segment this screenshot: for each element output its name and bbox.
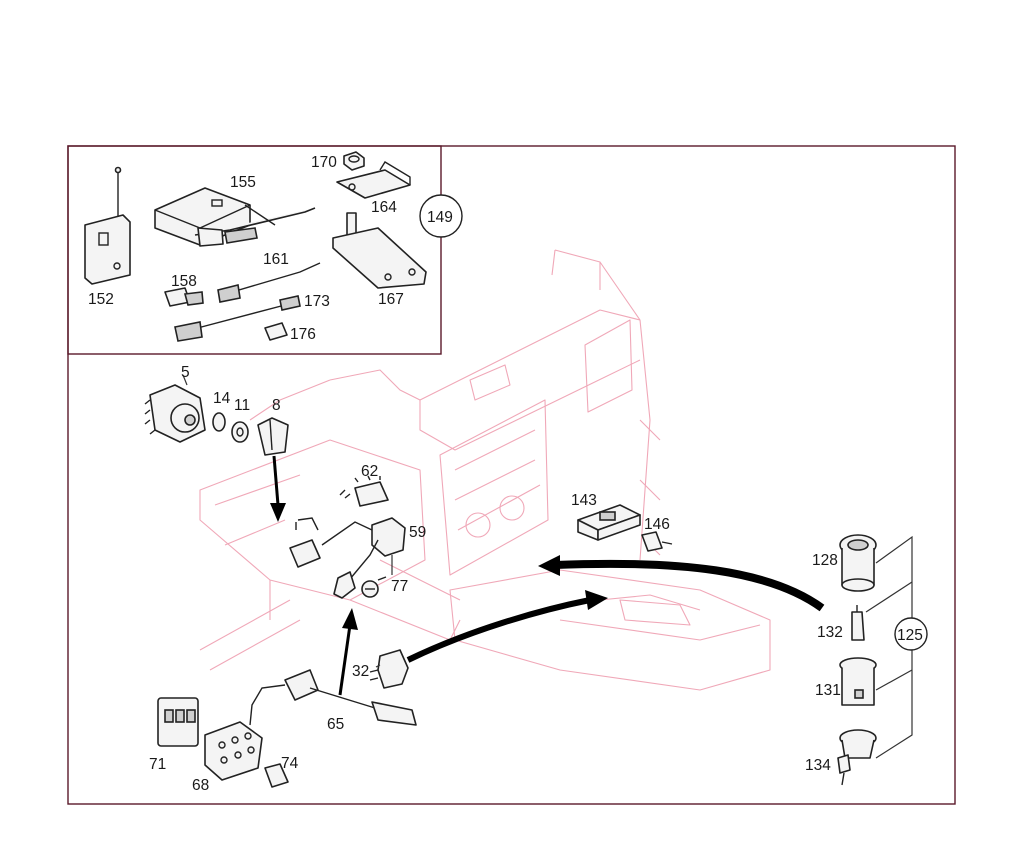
callout-131: 131 [815,682,841,699]
dashboard-ghost-outline [199,249,771,691]
part-152-handheld-transmitter [84,166,131,285]
part-134-illumination-ring [837,729,877,786]
part-173-extension-cable [174,295,301,342]
callout-74: 74 [281,755,299,772]
inset-frame [67,145,442,355]
part-143-switch [577,504,641,541]
callout-164: 164 [371,199,397,216]
part-131-lighter-socket [839,657,877,706]
part-74-bulb [264,763,289,788]
part-77-screw [361,576,387,598]
part-155-receiver-module [154,187,316,247]
part-176-small-connector [264,322,288,341]
callout-8: 8 [272,397,281,414]
part-158-connector [164,287,204,307]
part-65-stalk-switch [249,669,417,726]
part-132-lighter-element [851,605,865,641]
callout-14: 14 [213,390,231,407]
callout-176: 176 [290,326,316,343]
callout-134: 134 [805,757,831,774]
callout-65: 65 [327,716,344,733]
callout-62: 62 [361,463,378,480]
callout-125: 125 [897,627,923,644]
part-68-connector-block [204,721,263,781]
callout-77: 77 [391,578,408,595]
part-62-bulb-sockets [339,475,389,507]
callout-158: 158 [171,273,197,290]
callout-152: 152 [88,291,114,308]
part-128-lighter-knob [839,534,877,592]
part-5-rotary-switch [144,384,206,443]
callout-128: 128 [812,552,838,569]
callout-59: 59 [409,524,426,541]
part-71-switch-panel [157,697,199,747]
part-164-bracket [336,161,411,199]
callout-155: 155 [230,174,256,191]
callout-146: 146 [644,516,670,533]
part-14-washer [212,412,226,432]
part-8-knob [257,417,289,456]
part-32-switch [369,649,409,689]
callout-11: 11 [234,397,250,414]
part-59-combination-switch [289,517,406,599]
callout-32: 32 [352,663,369,680]
part-11-nut [231,421,249,443]
part-170-nut [343,151,365,171]
callout-132: 132 [817,624,843,641]
callout-143: 143 [571,492,597,509]
callout-149: 149 [427,209,453,226]
callout-labels: 5 14 11 8 62 59 77 32 65 71 68 74 143 14… [88,154,923,794]
callout-68: 68 [192,777,209,794]
callout-circle-149 [419,194,463,238]
diagram-frame [67,145,956,805]
callout-circle-125 [894,617,928,651]
callout-170: 170 [311,154,337,171]
callout-71: 71 [149,756,166,773]
callout-167: 167 [378,291,404,308]
part-146-bulb [641,531,673,552]
callout-5: 5 [181,364,190,381]
part-161-antenna-cable [217,262,321,303]
arrows [270,455,825,696]
callout-173: 173 [304,293,330,310]
callout-161: 161 [263,251,289,268]
part-167-mounting-plate [332,212,427,289]
